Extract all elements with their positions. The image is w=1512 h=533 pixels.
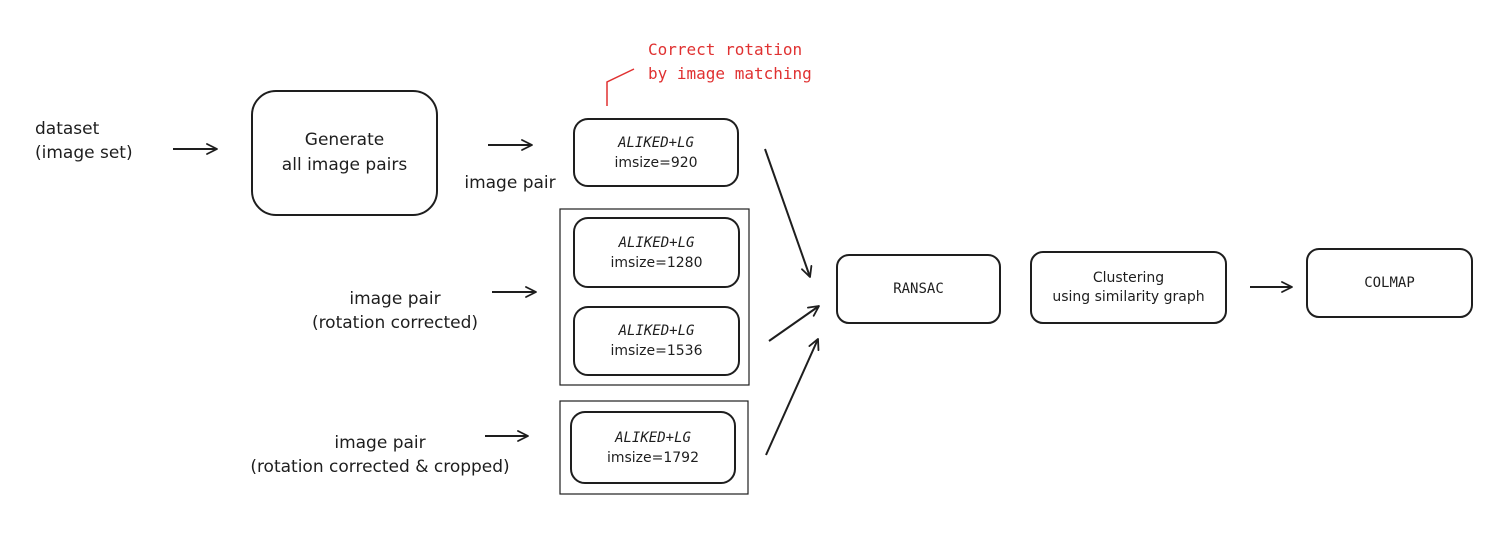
- model-box-1536: [573, 306, 740, 376]
- rotation-corrected-group-frame: [559, 208, 750, 386]
- dataset-label-line2: (image set): [35, 143, 133, 163]
- generate-pairs-label: Generate all image pairs: [252, 91, 437, 215]
- colmap-box: [1306, 248, 1473, 318]
- clustering-line2: using similarity graph: [1052, 288, 1205, 305]
- model-920-name: ALIKED+LG: [618, 134, 694, 151]
- clustering-line1: Clustering: [1092, 269, 1165, 286]
- ransac-label: RANSAC: [837, 255, 1000, 323]
- image-pair-label: image pair: [455, 171, 565, 195]
- colmap-text: COLMAP: [1364, 274, 1415, 291]
- model-box-1792: [570, 411, 736, 484]
- arrow-1792-to-ransac: [765, 338, 820, 456]
- arrow-1280-1536-to-ransac: [768, 305, 820, 342]
- rotated-pair-line1: image pair: [349, 289, 441, 309]
- rotated-pair-line2: (rotation corrected): [311, 313, 479, 333]
- model-box-920: [573, 118, 739, 187]
- clustering-box: [1030, 251, 1227, 324]
- annotation-line1: Correct rotation: [648, 40, 803, 59]
- model-1536-name: ALIKED+LG: [618, 323, 695, 339]
- generate-label-line2: all image pairs: [281, 155, 408, 175]
- dataset-label-line1: dataset: [35, 119, 100, 139]
- ransac-box: [836, 254, 1001, 324]
- arrow-920-to-ransac: [764, 148, 813, 278]
- model-1280-label: ALIKED+LG imsize=1280: [574, 218, 739, 287]
- image-pair-text: image pair: [464, 173, 556, 193]
- rotation-annotation: Correct rotation by image matching: [648, 38, 812, 86]
- model-1536-size: imsize=1536: [610, 343, 703, 359]
- model-1280-size: imsize=1280: [610, 254, 703, 271]
- cropped-pair-line1: image pair: [334, 433, 426, 453]
- generate-label-line1: Generate: [304, 130, 385, 150]
- model-1792-size: imsize=1792: [606, 449, 700, 466]
- ransac-text: RANSAC: [893, 280, 944, 297]
- colmap-label: COLMAP: [1307, 249, 1472, 317]
- model-1792-name: ALIKED+LG: [615, 429, 691, 446]
- model-box-1280: [573, 217, 740, 288]
- annotation-leader-line: [606, 68, 635, 106]
- dataset-label: dataset (image set): [35, 117, 133, 165]
- model-1792-label: ALIKED+LG imsize=1792: [571, 412, 735, 483]
- cropped-pair-line2: (rotation corrected & cropped): [250, 457, 510, 477]
- annotation-line2: by image matching: [648, 64, 812, 83]
- clustering-label: Clustering using similarity graph: [1031, 252, 1226, 323]
- generate-pairs-box: [251, 90, 438, 216]
- cropped-pair-label: image pair (rotation corrected & cropped…: [220, 431, 540, 479]
- model-1280-name: ALIKED+LG: [618, 234, 695, 251]
- rotated-pair-label: image pair (rotation corrected): [285, 287, 505, 335]
- model-920-size: imsize=920: [614, 154, 698, 171]
- cropped-group-frame: [559, 400, 749, 495]
- model-920-label: ALIKED+LG imsize=920: [574, 119, 738, 186]
- model-1536-label: ALIKED+LG imsize=1536: [574, 307, 739, 375]
